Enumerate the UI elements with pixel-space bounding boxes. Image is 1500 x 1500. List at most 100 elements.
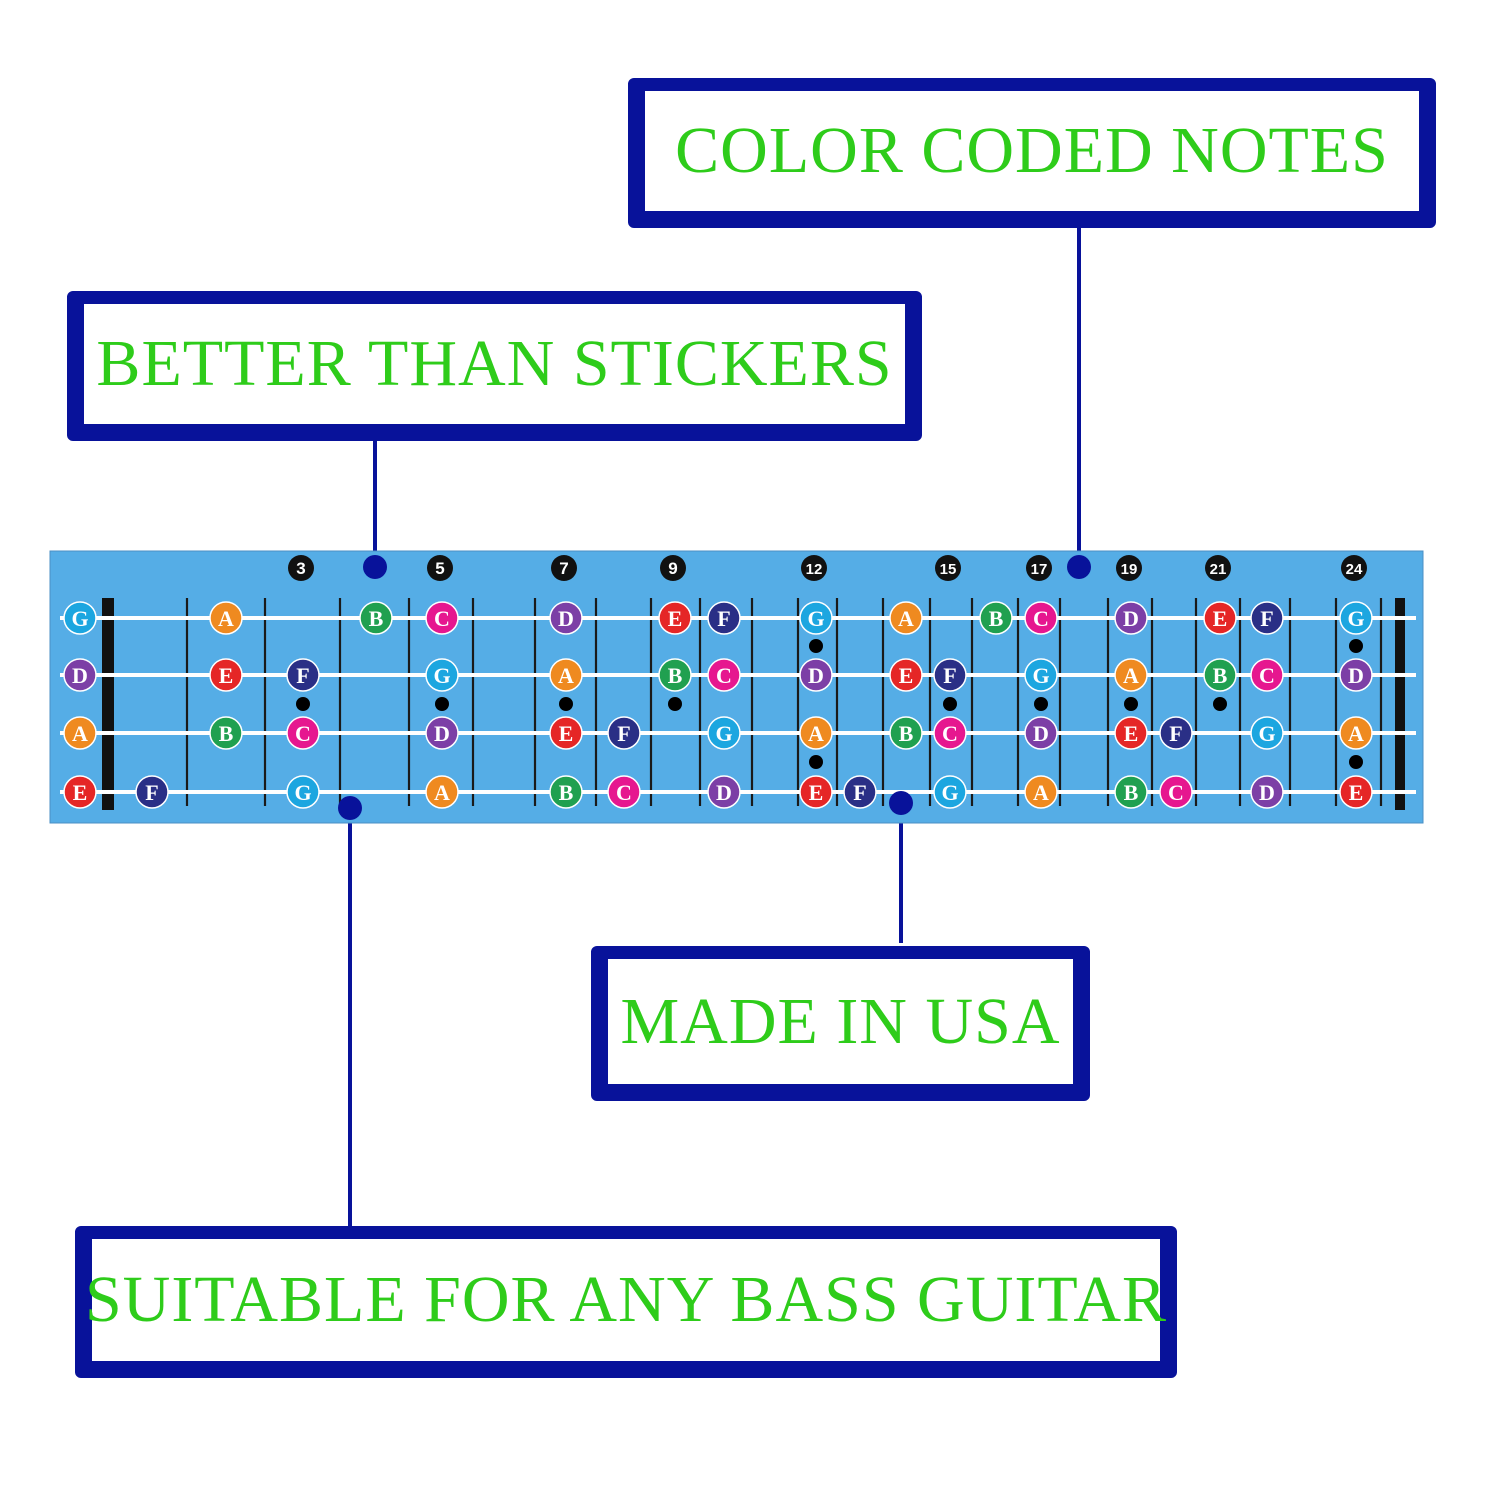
note-label: A	[558, 663, 574, 688]
note-label: F	[1169, 721, 1182, 746]
note-label: E	[899, 663, 914, 688]
note-circle-d	[707, 775, 741, 809]
note-label: A	[1348, 721, 1364, 746]
fret-number-label: 24	[1346, 561, 1363, 578]
note-label: B	[1213, 663, 1228, 688]
note-label: A	[898, 606, 914, 631]
note-circle-a	[63, 716, 97, 750]
note-label: B	[219, 721, 234, 746]
fret-number-badge	[1341, 555, 1367, 581]
note-label: A	[72, 721, 88, 746]
note-label: D	[1348, 663, 1364, 688]
note-label: B	[989, 606, 1004, 631]
inlay-dot	[559, 697, 573, 711]
note-circle-a	[209, 601, 243, 635]
note-circle-e	[658, 601, 692, 635]
note-label: C	[295, 721, 311, 746]
fret-number-label: 15	[940, 561, 957, 578]
note-label: C	[716, 663, 732, 688]
fret-number-badge	[1116, 555, 1142, 581]
note-label: D	[716, 780, 732, 805]
inlay-dot	[1213, 697, 1227, 711]
note-circle-d	[549, 601, 583, 635]
callout-connectors	[348, 226, 1081, 1228]
note-circle-c	[286, 716, 320, 750]
note-circle-g	[425, 658, 459, 692]
note-circle-c	[1250, 658, 1284, 692]
note-circle-e	[1203, 601, 1237, 635]
note-label: G	[807, 606, 824, 631]
note-circle-g	[63, 601, 97, 635]
note-label: G	[1032, 663, 1049, 688]
note-circle-b	[1114, 775, 1148, 809]
note-circle-a	[1114, 658, 1148, 692]
fret-number-label: 7	[559, 559, 568, 578]
note-circle-a	[549, 658, 583, 692]
inlay-dot	[296, 697, 310, 711]
note-circle-e	[889, 658, 923, 692]
note-label: C	[942, 721, 958, 746]
note-circle-e	[549, 716, 583, 750]
note-circle-b	[359, 601, 393, 635]
note-circle-c	[425, 601, 459, 635]
note-circle-c	[1159, 775, 1193, 809]
note-label: D	[434, 721, 450, 746]
note-circle-e	[209, 658, 243, 692]
note-circle-f	[707, 601, 741, 635]
note-label: G	[941, 780, 958, 805]
note-label: G	[1347, 606, 1364, 631]
note-label: F	[145, 780, 158, 805]
note-circle-d	[1250, 775, 1284, 809]
note-circle-g	[707, 716, 741, 750]
note-label: D	[808, 663, 824, 688]
note-circle-c	[933, 716, 967, 750]
note-circle-d	[1024, 716, 1058, 750]
note-label: D	[1033, 721, 1049, 746]
note-circle-a	[799, 716, 833, 750]
fret-number-label: 9	[668, 559, 677, 578]
note-label: E	[73, 780, 88, 805]
note-circle-f	[933, 658, 967, 692]
note-circle-f	[843, 775, 877, 809]
note-label: B	[668, 663, 683, 688]
fret-number-label: 12	[806, 561, 823, 578]
note-circle-b	[979, 601, 1013, 635]
note-circle-d	[63, 658, 97, 692]
note-circle-e	[1339, 775, 1373, 809]
inlay-dot	[809, 755, 823, 769]
note-label: D	[72, 663, 88, 688]
note-circle-c	[607, 775, 641, 809]
fret-number-badge	[935, 555, 961, 581]
note-label: A	[218, 606, 234, 631]
inlay-dot	[1349, 755, 1363, 769]
note-label: D	[1259, 780, 1275, 805]
fret-number-label: 21	[1210, 561, 1227, 578]
fret-number-badge	[660, 555, 686, 581]
callout-color-coded-notes: COLOR CODED NOTES	[628, 78, 1436, 228]
note-label: F	[617, 721, 630, 746]
note-circle-b	[1203, 658, 1237, 692]
inlay-dot	[943, 697, 957, 711]
note-circle-e	[799, 775, 833, 809]
note-label: F	[296, 663, 309, 688]
note-label: B	[899, 721, 914, 746]
note-label: E	[219, 663, 234, 688]
note-label: C	[434, 606, 450, 631]
connector-dot	[889, 791, 913, 815]
callout-color-coded-notes-text: COLOR CODED NOTES	[675, 114, 1389, 187]
note-label: F	[943, 663, 956, 688]
note-circle-a	[425, 775, 459, 809]
note-circle-d	[799, 658, 833, 692]
inlay-dot	[1124, 697, 1138, 711]
note-label: E	[668, 606, 683, 631]
note-circle-e	[63, 775, 97, 809]
connector-dot	[1067, 555, 1091, 579]
note-circle-a	[889, 601, 923, 635]
note-circle-d	[1339, 658, 1373, 692]
note-label: E	[809, 780, 824, 805]
note-circle-g	[286, 775, 320, 809]
note-circle-g	[799, 601, 833, 635]
note-label: C	[1259, 663, 1275, 688]
note-label: E	[1349, 780, 1364, 805]
